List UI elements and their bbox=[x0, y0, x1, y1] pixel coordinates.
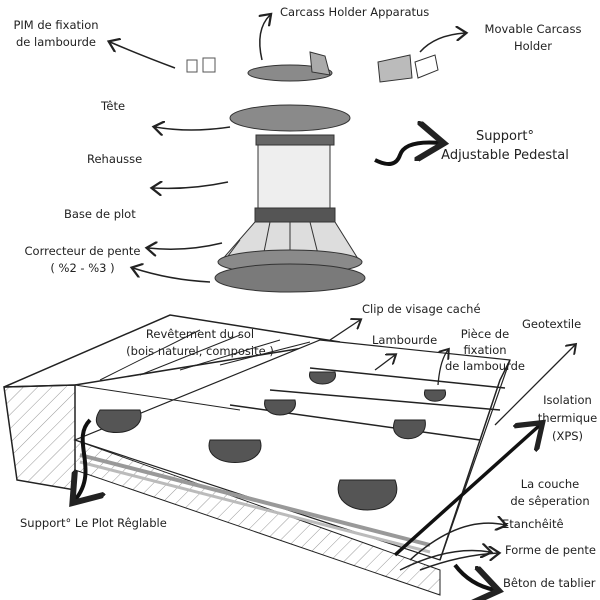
label-base-de-plot: Base de plot bbox=[64, 207, 136, 221]
arrow-support bbox=[374, 143, 440, 166]
label-revetement: Revêtement du sol (bois naturel, composi… bbox=[125, 326, 275, 360]
arrow-base bbox=[148, 243, 223, 249]
movable-carcass-holder-part bbox=[377, 54, 439, 83]
arrow-isolation bbox=[393, 425, 540, 557]
label-tete: Tête bbox=[101, 99, 126, 113]
label-line: Support° bbox=[476, 129, 534, 144]
label-forme-de-pente: Forme de pente bbox=[505, 543, 596, 557]
label-line: (bois naturel, composite ) bbox=[126, 344, 274, 358]
arrow-couche bbox=[409, 523, 505, 561]
label-line: de lambourde bbox=[15, 35, 96, 49]
label-carcass-holder-apparatus: Carcass Holder Apparatus bbox=[280, 5, 430, 19]
label-isolation: Isolation thermique (XPS) bbox=[535, 391, 600, 445]
label-clip: Clip de visage caché bbox=[362, 302, 481, 316]
label-line: Pièce de bbox=[460, 327, 510, 341]
label-lambourde: Lambourde bbox=[372, 333, 438, 347]
arrow-clip bbox=[329, 320, 360, 341]
label-pim-fixation: PIM de fixation de lambourde bbox=[6, 17, 106, 51]
label-line: Correcteur de pente bbox=[24, 244, 141, 258]
label-support-adjustable-pedestal: Support° Adjustable Pedestal bbox=[430, 127, 580, 165]
arrow-tete bbox=[155, 127, 231, 130]
label-line: Revêtement du sol bbox=[145, 327, 255, 341]
label-line: de sêperation bbox=[510, 494, 590, 508]
label-line: Holder bbox=[514, 39, 552, 53]
label-line: thermique bbox=[537, 411, 598, 425]
label-line: fixation bbox=[463, 343, 507, 357]
label-line: PIM de fixation bbox=[13, 18, 99, 32]
arrow-carcass bbox=[260, 15, 270, 61]
arrow-correcteur bbox=[133, 268, 211, 283]
label-line: (XPS) bbox=[551, 429, 584, 443]
carcass-holder-part bbox=[247, 51, 333, 82]
label-beton-de-tablier: Bêton de tablier bbox=[503, 576, 596, 590]
label-geotextile: Geotextile bbox=[522, 317, 582, 331]
label-line: La couche bbox=[520, 477, 580, 491]
label-correcteur-de-pente: Correcteur de pente ( %2 - %3 ) bbox=[20, 243, 145, 277]
arrow-rehausse bbox=[153, 182, 229, 188]
label-rehausse: Rehausse bbox=[87, 152, 143, 166]
arrow-pim bbox=[110, 42, 176, 69]
pim-fixation-part bbox=[186, 57, 216, 73]
arrow-forme bbox=[419, 553, 498, 571]
label-line: ( %2 - %3 ) bbox=[50, 261, 115, 275]
label-line: de lambourde bbox=[444, 359, 525, 373]
arrow-movable bbox=[419, 33, 465, 53]
pedestal bbox=[214, 104, 366, 293]
arrow-beton bbox=[453, 563, 495, 590]
deck-assembly bbox=[3, 314, 511, 596]
label-line: Adjustable Pedestal bbox=[441, 148, 569, 163]
arrow-support-plot bbox=[75, 418, 90, 500]
label-couche-separation: La couche de sêperation bbox=[510, 476, 590, 510]
label-movable-carcass-holder: Movable Carcass Holder bbox=[478, 21, 588, 55]
arrow-lambourde bbox=[374, 355, 395, 371]
arrow-geotextile bbox=[494, 345, 575, 426]
label-line: Movable Carcass bbox=[484, 22, 582, 36]
arrow-etancheite bbox=[399, 550, 490, 571]
label-line: Isolation bbox=[543, 393, 592, 407]
label-support-plot-reglable: Support° Le Plot Rêglable bbox=[20, 516, 167, 530]
label-etancheite: Etanchêitê bbox=[502, 517, 564, 531]
label-piece-fixation: Pièce de fixation de lambourde bbox=[440, 326, 530, 374]
arrow-piece bbox=[437, 350, 448, 386]
